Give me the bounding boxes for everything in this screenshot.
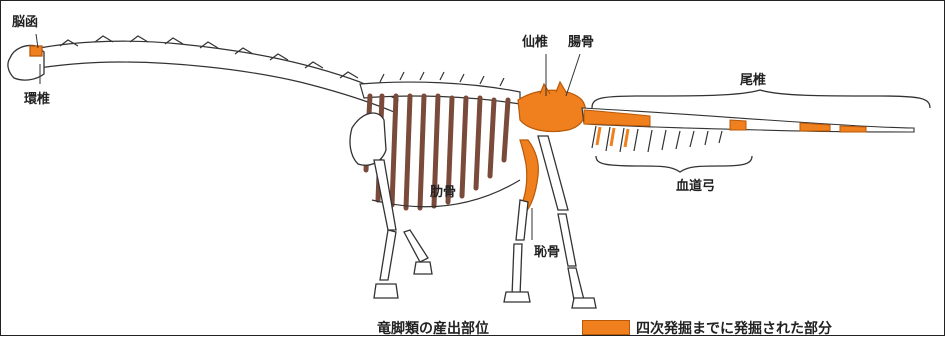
neck-vertebrae	[22, 36, 398, 112]
label-sacral: 仙椎	[522, 34, 548, 50]
legend-label: 四次発掘までに発掘された部分	[636, 318, 832, 338]
label-ilium: 腸骨	[568, 35, 594, 50]
skull	[8, 46, 44, 81]
legend-swatch	[582, 320, 630, 335]
label-ribs: 肋骨	[430, 185, 456, 200]
figure-caption: 竜脚類の産出部位	[377, 318, 489, 338]
chevron-brace	[596, 156, 752, 172]
label-caudal: 尾椎	[740, 72, 766, 88]
leader-lines	[36, 34, 580, 240]
label-pubis: 恥骨	[534, 245, 560, 260]
hindlimb	[504, 136, 596, 308]
label-atlas: 環椎	[24, 91, 50, 107]
label-braincase: 脳函	[12, 15, 38, 30]
caudal-brace	[592, 90, 930, 108]
label-chevron: 血道弓	[676, 178, 715, 194]
